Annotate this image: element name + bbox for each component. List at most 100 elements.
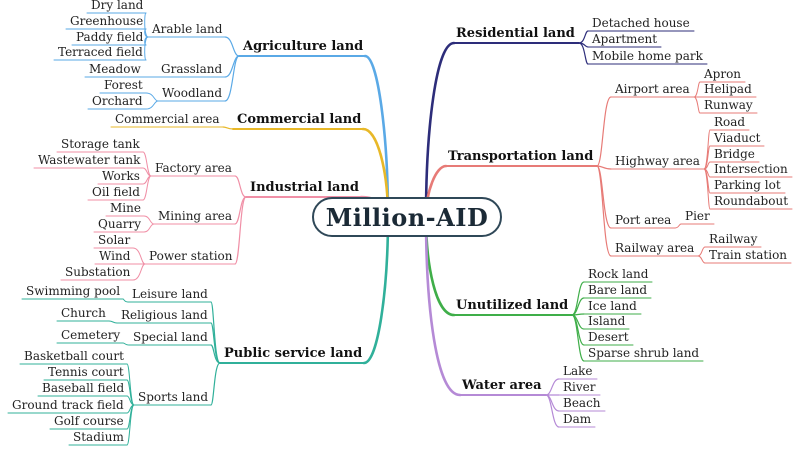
leaf-stadium: Stadium: [73, 430, 124, 444]
leaf-works: Works: [102, 169, 140, 183]
link-solar: [132, 247, 146, 265]
leaf-viaduct: Viaduct: [714, 131, 761, 145]
node-dam: Dam: [563, 412, 592, 426]
leaf-orchard: Orchard: [92, 94, 143, 108]
node-railway-area: Railway area: [615, 241, 695, 255]
leaf-dry-land: Dry land: [91, 0, 144, 12]
link-dry-land: [144, 12, 149, 38]
link-quarry: [143, 223, 155, 233]
node-river: River: [563, 380, 596, 394]
branch-industrial: Industrial land: [250, 180, 359, 195]
leaf-paddy-field: Paddy field: [76, 30, 144, 44]
link-power-station: [234, 196, 247, 265]
leaf-basketball-court: Basketball court: [24, 349, 124, 363]
link-swimming-pool: [122, 298, 129, 303]
leaf-meadow: Meadow: [89, 62, 141, 76]
branch-residential: Residential land: [456, 26, 575, 41]
link-oil-field: [142, 175, 152, 201]
node-highway-area: Highway area: [615, 154, 700, 168]
leaf-quarry: Quarry: [98, 217, 141, 231]
link-sports-land: [210, 362, 221, 406]
link-basketball-court: [126, 363, 135, 406]
leaf-wind: Wind: [99, 249, 131, 263]
root-label: Million-AID: [325, 202, 489, 232]
leaf-ground-track-field: Ground track field: [12, 398, 124, 412]
node-power-station: Power station: [149, 249, 233, 263]
leaf-roundabout: Roundabout: [714, 194, 789, 208]
link-forest: [145, 92, 159, 102]
node-apartment: Apartment: [592, 32, 658, 46]
link-religious-land: [210, 322, 221, 364]
link-woodland: [224, 55, 240, 102]
link-lake: [545, 378, 560, 396]
leaf-apron: Apron: [704, 67, 742, 81]
link-cemetery: [122, 342, 130, 346]
leaf-tennis-court: Tennis court: [48, 365, 124, 379]
node-arable-land: Arable land: [152, 22, 223, 36]
leaf-greenhouse: Greenhouse: [70, 14, 144, 28]
leaf-substation: Substation: [65, 265, 131, 279]
node-detached-house: Detached house: [592, 16, 690, 30]
leaf-church: Church: [61, 306, 106, 320]
leaf-forest: Forest: [104, 78, 143, 92]
link-root-residential: [424, 41, 456, 219]
branch-unutilized: Unutilized land: [456, 298, 569, 313]
link-orchard: [145, 100, 159, 110]
leaf-railway: Railway: [709, 232, 758, 246]
leaf-baseball-field: Baseball field: [42, 381, 125, 395]
leaf-helipad: Helipad: [704, 82, 752, 96]
node-leisure-land: Leisure land: [132, 287, 208, 301]
node-sparse-shrub-land: Sparse shrub land: [588, 346, 700, 360]
node-island: Island: [588, 314, 626, 328]
node-sports-land: Sports land: [138, 390, 209, 404]
link-airport-area: [596, 96, 612, 167]
leaf-oil-field: Oil field: [92, 185, 140, 199]
link-pier: [674, 223, 682, 229]
leaf-runway: Runway: [704, 98, 753, 112]
link-special-land: [210, 344, 221, 364]
node-bare-land: Bare land: [588, 283, 648, 297]
link-church: [108, 320, 118, 324]
link-substation: [132, 263, 146, 281]
node-lake: Lake: [563, 364, 593, 378]
leaf-cemetery: Cemetery: [61, 328, 121, 342]
branch-transportation: Transportation land: [448, 149, 594, 164]
leaf-pier: Pier: [685, 209, 710, 223]
leaf-wastewater-tank: Wastewater tank: [38, 153, 141, 167]
leaf-parking-lot: Parking lot: [714, 178, 781, 192]
link-root-agriculture: [363, 54, 390, 219]
link-detached-house: [578, 30, 589, 44]
branch-public: Public service land: [224, 346, 363, 361]
node-factory-area: Factory area: [155, 161, 232, 175]
leaf-mine: Mine: [110, 201, 141, 215]
root-node: Million-AID: [312, 197, 502, 237]
link-stadium: [126, 404, 135, 446]
link-terraced-field: [144, 36, 149, 61]
leaf-intersection: Intersection: [714, 162, 788, 176]
node-woodland: Woodland: [162, 86, 223, 100]
link-runway: [693, 96, 701, 114]
link-sparse-shrub-land: [571, 314, 585, 362]
node-beach: Beach: [563, 396, 601, 410]
node-mining-area: Mining area: [158, 209, 233, 223]
node-grassland: Grassland: [161, 62, 223, 76]
link-factory-area: [234, 175, 247, 198]
node-airport-area: Airport area: [615, 82, 690, 96]
node-commercial-area: Commercial area: [115, 112, 220, 126]
link-highway-area: [596, 165, 612, 170]
branch-commercial: Commercial land: [237, 112, 362, 127]
link-commercial-area: [222, 126, 234, 130]
leaf-bridge: Bridge: [714, 147, 755, 161]
link-dam: [545, 394, 560, 428]
link-roundabout: [703, 168, 711, 210]
node-desert: Desert: [588, 330, 629, 344]
leaf-swimming-pool: Swimming pool: [26, 284, 121, 298]
link-mobile-home-park: [578, 42, 589, 65]
node-rock-land: Rock land: [588, 267, 649, 281]
node-religious-land: Religious land: [121, 308, 208, 322]
link-railway: [697, 246, 706, 257]
leaf-golf-course: Golf course: [54, 414, 124, 428]
leaf-storage-tank: Storage tank: [61, 137, 140, 151]
